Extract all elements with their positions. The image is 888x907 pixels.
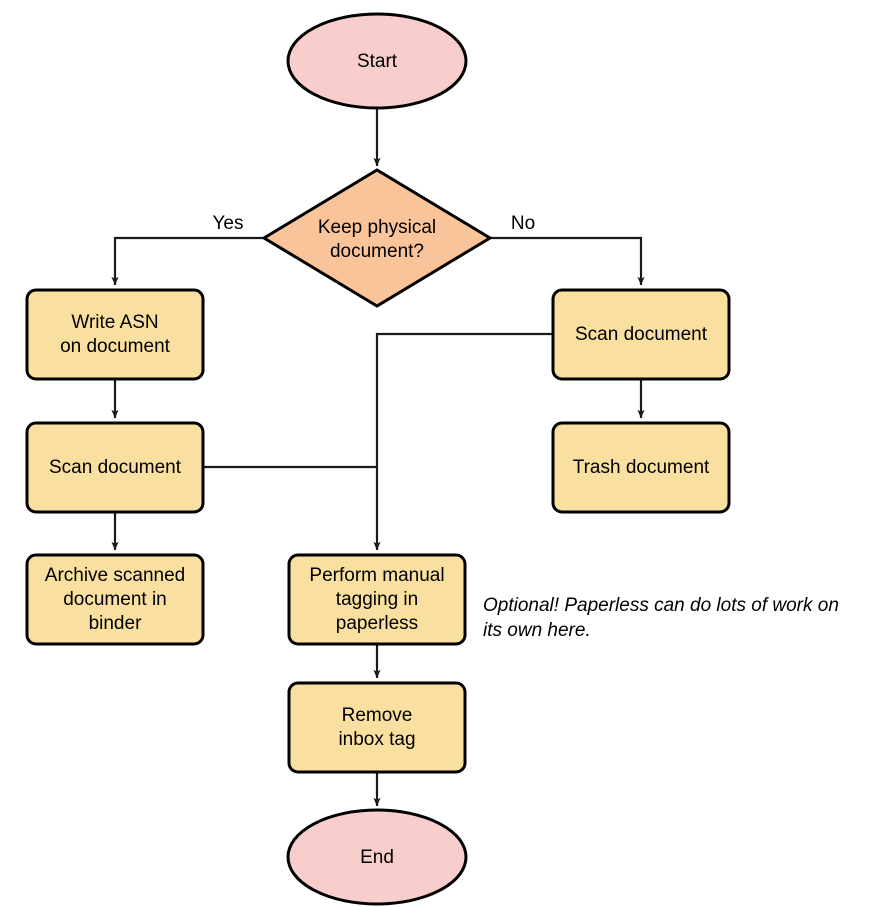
edge-label-no: No [511, 213, 535, 234]
decision-label-line1: Keep physical [318, 217, 436, 238]
edge-decision-to-scan-right [490, 236, 645, 286]
scan-document-right-box[interactable] [551, 288, 731, 381]
manual-tagging-label-line1: Perform manual [309, 565, 444, 586]
scan-document-left-label: Scan document [49, 457, 182, 478]
end-ellipse[interactable] [286, 808, 468, 906]
node-scan-document-right[interactable]: Scan document [551, 288, 731, 381]
node-end[interactable]: End [286, 808, 468, 906]
write-asn-label-line2: on document [60, 336, 171, 357]
start-label: Start [357, 51, 398, 72]
remove-inbox-tag-box[interactable] [287, 681, 467, 774]
write-asn-box[interactable] [25, 288, 205, 381]
node-perform-manual-tagging[interactable]: Perform manual tagging in paperless [287, 553, 467, 646]
scan-document-right-label: Scan document [575, 324, 708, 345]
edge-label-yes: Yes [213, 213, 244, 234]
start-ellipse[interactable] [286, 12, 468, 110]
decision-label-line2: document? [330, 241, 424, 262]
node-archive-scanned-document[interactable]: Archive scanned document in binder [25, 553, 205, 646]
node-decision-keep-physical-document[interactable]: Keep physical document? [261, 168, 493, 308]
remove-inbox-tag-label-line1: Remove [342, 705, 413, 726]
remove-inbox-tag-label-line2: inbox tag [338, 729, 415, 750]
node-scan-document-left[interactable]: Scan document [25, 421, 205, 514]
manual-tagging-box[interactable] [287, 553, 467, 646]
archive-label-line2: document in [63, 589, 167, 610]
node-trash-document[interactable]: Trash document [551, 421, 731, 514]
end-label: End [360, 847, 394, 868]
edge-decision-to-write-asn [111, 236, 264, 286]
edges-layer [111, 108, 645, 807]
annotation-optional-note: Optional! Paperless can do lots of work … [483, 595, 839, 641]
node-start[interactable]: Start [286, 12, 468, 110]
edge-labels-layer: Yes No [213, 213, 536, 234]
trash-document-label: Trash document [573, 457, 710, 478]
trash-document-box[interactable] [551, 421, 731, 514]
optional-note-line2: its own here. [483, 620, 591, 641]
archive-box[interactable] [25, 553, 205, 646]
archive-label-line1: Archive scanned [45, 565, 185, 586]
decision-diamond[interactable] [261, 168, 493, 308]
node-write-asn-on-document[interactable]: Write ASN on document [25, 288, 205, 381]
manual-tagging-label-line2: tagging in [336, 589, 418, 610]
archive-label-line3: binder [89, 613, 142, 634]
optional-note-line1: Optional! Paperless can do lots of work … [483, 595, 839, 616]
scan-document-left-box[interactable] [25, 421, 205, 514]
edge-scan-right-to-manual-tagging [373, 332, 553, 551]
manual-tagging-label-line3: paperless [336, 613, 418, 634]
node-remove-inbox-tag[interactable]: Remove inbox tag [287, 681, 467, 774]
write-asn-label-line1: Write ASN [71, 312, 158, 333]
